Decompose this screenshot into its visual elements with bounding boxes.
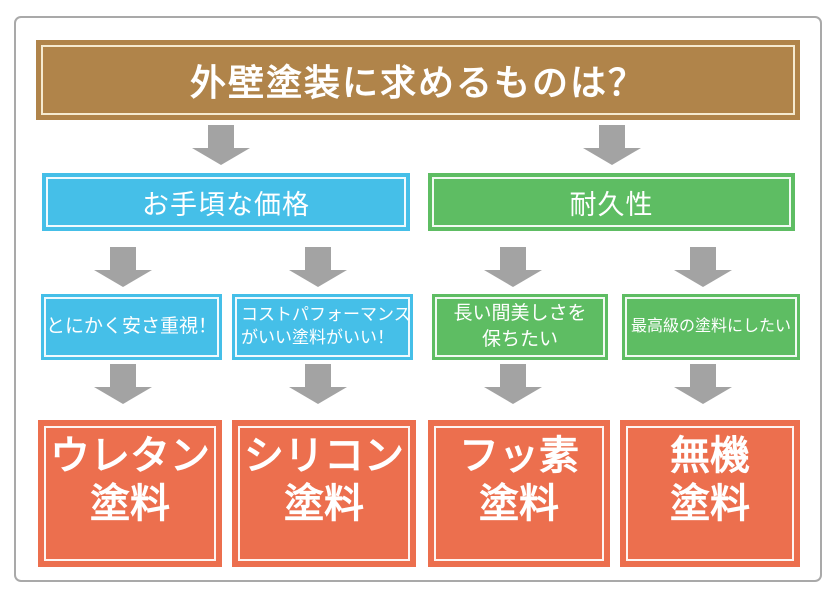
arrow-shaft [599, 125, 625, 148]
result-urethane-line2: 塗料 [90, 482, 170, 526]
option-keep-beauty-line2: 保ちたい [481, 329, 558, 350]
option-keep-beauty-box: 長い間美しさを 保ちたい [432, 294, 608, 360]
result-urethane-paint-box: ウレタン 塗料 [38, 420, 222, 567]
down-arrow-icon [674, 247, 732, 287]
down-arrow-icon [484, 247, 542, 287]
result-urethane-line1: ウレタン [50, 434, 210, 478]
result-silicone-line1: シリコン [244, 434, 404, 478]
header-box: 外壁塗装に求めるものは？ [36, 40, 800, 120]
down-arrow-icon [94, 364, 152, 404]
arrow-shaft [690, 364, 716, 387]
result-inorganic-line1: 無機 [670, 434, 750, 478]
arrow-head [192, 148, 250, 165]
result-fluorine-paint-box: フッ素 塗料 [428, 420, 610, 567]
arrow-shaft [110, 247, 136, 270]
arrow-head [674, 270, 732, 287]
down-arrow-icon [289, 247, 347, 287]
arrow-shaft [305, 247, 331, 270]
down-arrow-icon [192, 125, 250, 165]
branch-durability-label: 耐久性 [569, 189, 654, 220]
arrow-head [583, 148, 641, 165]
option-keep-beauty-line1: 長い間美しさを [453, 303, 587, 325]
branch-price-label: お手頃な価格 [142, 189, 310, 220]
option-cheapest-label: とにかく安さ重視！ [45, 316, 217, 338]
branch-price-box: お手頃な価格 [42, 173, 410, 231]
option-cost-performance-line1: コストパフォーマンス [241, 305, 411, 325]
arrow-head [289, 387, 347, 404]
outer-frame [14, 16, 822, 582]
arrow-head [674, 387, 732, 404]
option-cost-performance-box: コストパフォーマンス がいい塗料がいい！ [232, 294, 413, 360]
result-inorganic-paint-box: 無機 塗料 [620, 420, 800, 567]
arrow-shaft [690, 247, 716, 270]
arrow-head [94, 387, 152, 404]
result-silicone-line2: 塗料 [284, 482, 364, 526]
result-fluorine-line2: 塗料 [479, 482, 559, 526]
arrow-head [94, 270, 152, 287]
arrow-shaft [500, 247, 526, 270]
down-arrow-icon [674, 364, 732, 404]
down-arrow-icon [583, 125, 641, 165]
down-arrow-icon [289, 364, 347, 404]
option-cost-performance-line2: がいい塗料がいい！ [241, 328, 394, 347]
result-inorganic-line2: 塗料 [670, 482, 750, 526]
arrow-head [289, 270, 347, 287]
down-arrow-icon [484, 364, 542, 404]
option-premium-label: 最高級の塗料にしたい [630, 318, 791, 336]
arrow-shaft [110, 364, 136, 387]
arrow-head [484, 270, 542, 287]
result-fluorine-line1: フッ素 [459, 434, 579, 478]
option-premium-box: 最高級の塗料にしたい [622, 294, 800, 360]
arrow-shaft [500, 364, 526, 387]
branch-durability-box: 耐久性 [428, 173, 795, 231]
arrow-head [484, 387, 542, 404]
page-title: 外壁塗装に求めるものは？ [189, 62, 646, 103]
down-arrow-icon [94, 247, 152, 287]
arrow-shaft [305, 364, 331, 387]
result-silicone-paint-box: シリコン 塗料 [232, 420, 416, 567]
option-cheapest-box: とにかく安さ重視！ [41, 294, 222, 360]
arrow-shaft [208, 125, 234, 148]
